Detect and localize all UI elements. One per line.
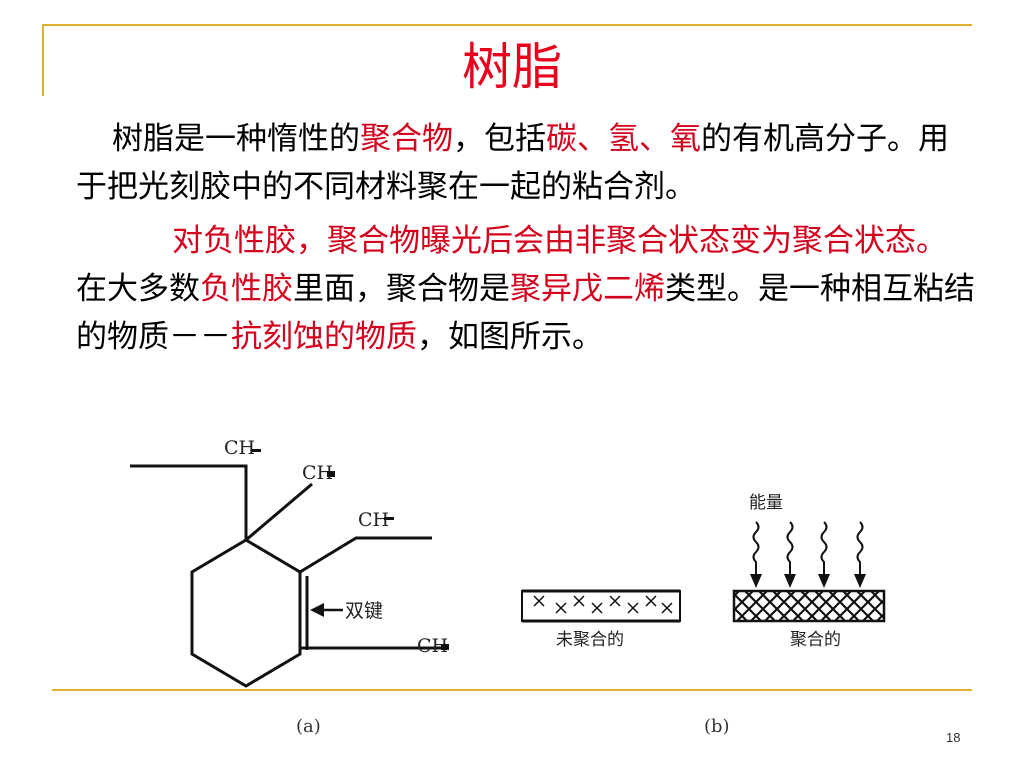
ch3-label-4: CH bbox=[417, 635, 448, 657]
unpolymerized-x-marks bbox=[533, 595, 673, 614]
branch-top-left bbox=[130, 464, 248, 540]
p1-text-1: 树脂是一种惰性的 bbox=[112, 121, 360, 157]
ch3-label-2: CH bbox=[302, 462, 333, 484]
p1-highlight-elements: 碳、氢、氧 bbox=[546, 121, 701, 157]
page-number: 18 bbox=[946, 730, 960, 745]
frame-top-line bbox=[42, 24, 972, 26]
hexagon-ring bbox=[190, 538, 302, 688]
ch3-bond-mark-2 bbox=[327, 471, 335, 477]
branch-right bbox=[299, 536, 432, 574]
double-bond-arrow bbox=[310, 603, 343, 617]
ch3-bond-mark-3 bbox=[384, 517, 394, 520]
paragraph-2: 对负性胶，聚合物曝光后会由非聚合状态变为聚合状态。在大多数负性胶里面，聚合物是聚… bbox=[76, 217, 976, 361]
unpolymerized-layer bbox=[521, 589, 681, 623]
p2-highlight-etch-resistant: 抗刻蚀的物质 bbox=[231, 319, 417, 355]
unpolymerized-label: 未聚合的 bbox=[556, 630, 624, 650]
p2-text-2: 里面，聚合物是 bbox=[293, 271, 510, 307]
frame-left-line bbox=[42, 24, 44, 96]
p2-text-1: 在大多数 bbox=[76, 271, 200, 307]
p1-highlight-polymer: 聚合物 bbox=[360, 121, 453, 157]
double-bond-label: 双键 bbox=[345, 600, 383, 622]
polymerized-layer bbox=[732, 589, 886, 623]
p1-text-2: ，包括 bbox=[453, 121, 546, 157]
caption-a: (a) bbox=[296, 716, 321, 737]
molecule-structure bbox=[130, 464, 448, 688]
p1-text-3: 的有机高分子。用于把光刻胶中的不同材料聚在一起的粘合剂。 bbox=[76, 121, 949, 205]
p2-highlight-negative-resist: 对负性胶，聚合物曝光后会由非聚合状态变为聚合状态。 bbox=[172, 223, 947, 259]
body-text: 树脂是一种惰性的聚合物，包括碳、氢、氧的有机高分子。用于把光刻胶中的不同材料聚在… bbox=[76, 115, 976, 361]
slide-title: 树脂 bbox=[462, 38, 562, 96]
p2-text-3: 类型。是一种相互粘结的物质－－ bbox=[76, 271, 975, 355]
paragraph-1: 树脂是一种惰性的聚合物，包括碳、氢、氧的有机高分子。用于把光刻胶中的不同材料聚在… bbox=[76, 115, 976, 211]
caption-b: (b) bbox=[704, 716, 730, 737]
ch3-label-3: CH bbox=[358, 509, 389, 531]
frame-bottom-line bbox=[52, 689, 972, 691]
ch3-label-1: CH bbox=[224, 437, 255, 459]
branch-top-right bbox=[245, 482, 313, 542]
energy-label: 能量 bbox=[749, 493, 783, 513]
ch3-bond-mark-1 bbox=[251, 449, 261, 452]
p2-highlight-negative: 负性胶 bbox=[200, 271, 293, 307]
polymerized-label: 聚合的 bbox=[790, 630, 841, 650]
p2-text-4: ，如图所示。 bbox=[417, 319, 603, 355]
energy-arrows bbox=[750, 521, 866, 588]
ch3-bond-mark-4 bbox=[441, 644, 449, 650]
p2-highlight-polyisoprene: 聚异戊二烯 bbox=[510, 271, 665, 307]
